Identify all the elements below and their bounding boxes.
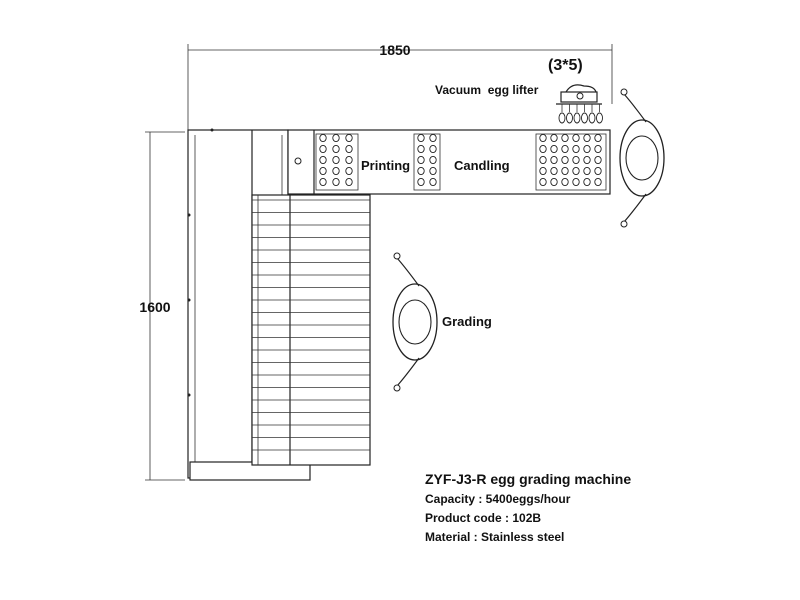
egg-cup: [550, 155, 558, 165]
egg-cup: [572, 155, 580, 165]
egg-cup: [572, 144, 580, 154]
egg-cup: [594, 177, 602, 187]
egg-cup: [572, 177, 580, 187]
egg-cup: [332, 166, 340, 176]
egg-cup: [345, 144, 353, 154]
egg-cup: [594, 155, 602, 165]
egg-cup: [429, 144, 437, 154]
egg-cup: [561, 133, 569, 143]
egg-cup: [583, 177, 591, 187]
egg-cup: [429, 177, 437, 187]
grading-label: Grading: [442, 314, 492, 329]
lifter-config-label: (3*5): [548, 57, 583, 74]
printing-label: Printing: [361, 158, 410, 173]
width-dimension: 1850: [187, 42, 613, 130]
candling-label: Candling: [454, 158, 510, 173]
spec-block: ZYF-J3-R egg grading machine Capacity : …: [425, 471, 631, 544]
egg-cup: [583, 155, 591, 165]
egg-cup: [583, 144, 591, 154]
egg-cup: [417, 144, 425, 154]
operator-hand: [620, 88, 628, 96]
egg-cup: [583, 133, 591, 143]
egg-cup: [429, 166, 437, 176]
egg-cup: [417, 177, 425, 187]
egg-cup: [319, 133, 327, 143]
egg-cup: [345, 155, 353, 165]
egg-cup: [429, 155, 437, 165]
vacuum-sucker: [573, 112, 581, 124]
operator-arm: [396, 357, 420, 387]
operator-head: [398, 299, 432, 345]
width-dimension-label: 1850: [379, 42, 410, 58]
operator-hand: [393, 384, 401, 392]
egg-cup: [561, 166, 569, 176]
capacity-text: Capacity : 5400eggs/hour: [425, 492, 571, 506]
egg-cup: [550, 177, 558, 187]
egg-cup: [572, 133, 580, 143]
operator-figure: [619, 88, 665, 228]
vacuum-sucker: [596, 112, 603, 124]
machine-title: ZYF-J3-R egg grading machine: [425, 471, 631, 487]
vacuum-lifter-label: Vacuum egg lifter: [435, 83, 539, 97]
egg-cup: [561, 155, 569, 165]
vacuum-lifter: [556, 84, 603, 124]
egg-cup: [550, 166, 558, 176]
egg-cup: [332, 133, 340, 143]
operator-hand: [620, 220, 628, 228]
egg-cup: [319, 166, 327, 176]
egg-cup: [550, 133, 558, 143]
egg-cup: [539, 155, 547, 165]
egg-cup: [561, 177, 569, 187]
operator-arm: [623, 93, 647, 123]
vacuum-sucker: [558, 112, 566, 124]
egg-cup: [319, 144, 327, 154]
egg-cup: [429, 133, 437, 143]
operators: [392, 88, 665, 392]
grading-conveyor: [251, 194, 371, 466]
egg-cup: [539, 177, 547, 187]
vacuum-sucker: [588, 112, 596, 124]
vacuum-sucker: [566, 112, 573, 124]
product-code-text: Product code : 102B: [425, 511, 541, 525]
operator-head: [625, 135, 659, 181]
egg-cup: [417, 133, 425, 143]
egg-cup: [332, 177, 340, 187]
egg-cup: [583, 166, 591, 176]
egg-cup: [417, 166, 425, 176]
egg-cups: [319, 133, 602, 187]
egg-cup: [572, 166, 580, 176]
egg-cup: [332, 144, 340, 154]
height-dimension-label: 1600: [139, 299, 170, 315]
egg-cup: [319, 155, 327, 165]
height-dimension: 1600: [139, 131, 185, 481]
egg-cup: [594, 166, 602, 176]
egg-cup: [539, 144, 547, 154]
egg-cup: [345, 166, 353, 176]
egg-cup: [345, 133, 353, 143]
egg-cup: [345, 177, 353, 187]
operator-arm: [396, 257, 420, 287]
material-text: Material : Stainless steel: [425, 530, 564, 544]
egg-cup: [561, 144, 569, 154]
egg-cup: [332, 155, 340, 165]
egg-cup: [550, 144, 558, 154]
operator-figure: [392, 252, 438, 392]
egg-cup: [417, 155, 425, 165]
egg-cup: [594, 144, 602, 154]
operator-hand: [393, 252, 401, 260]
egg-cup: [539, 133, 547, 143]
egg-cup: [539, 166, 547, 176]
operator-arm: [623, 193, 647, 223]
vacuum-suckers: [558, 104, 603, 124]
vacuum-sucker: [581, 112, 588, 124]
egg-cup: [594, 133, 602, 143]
egg-cup: [319, 177, 327, 187]
